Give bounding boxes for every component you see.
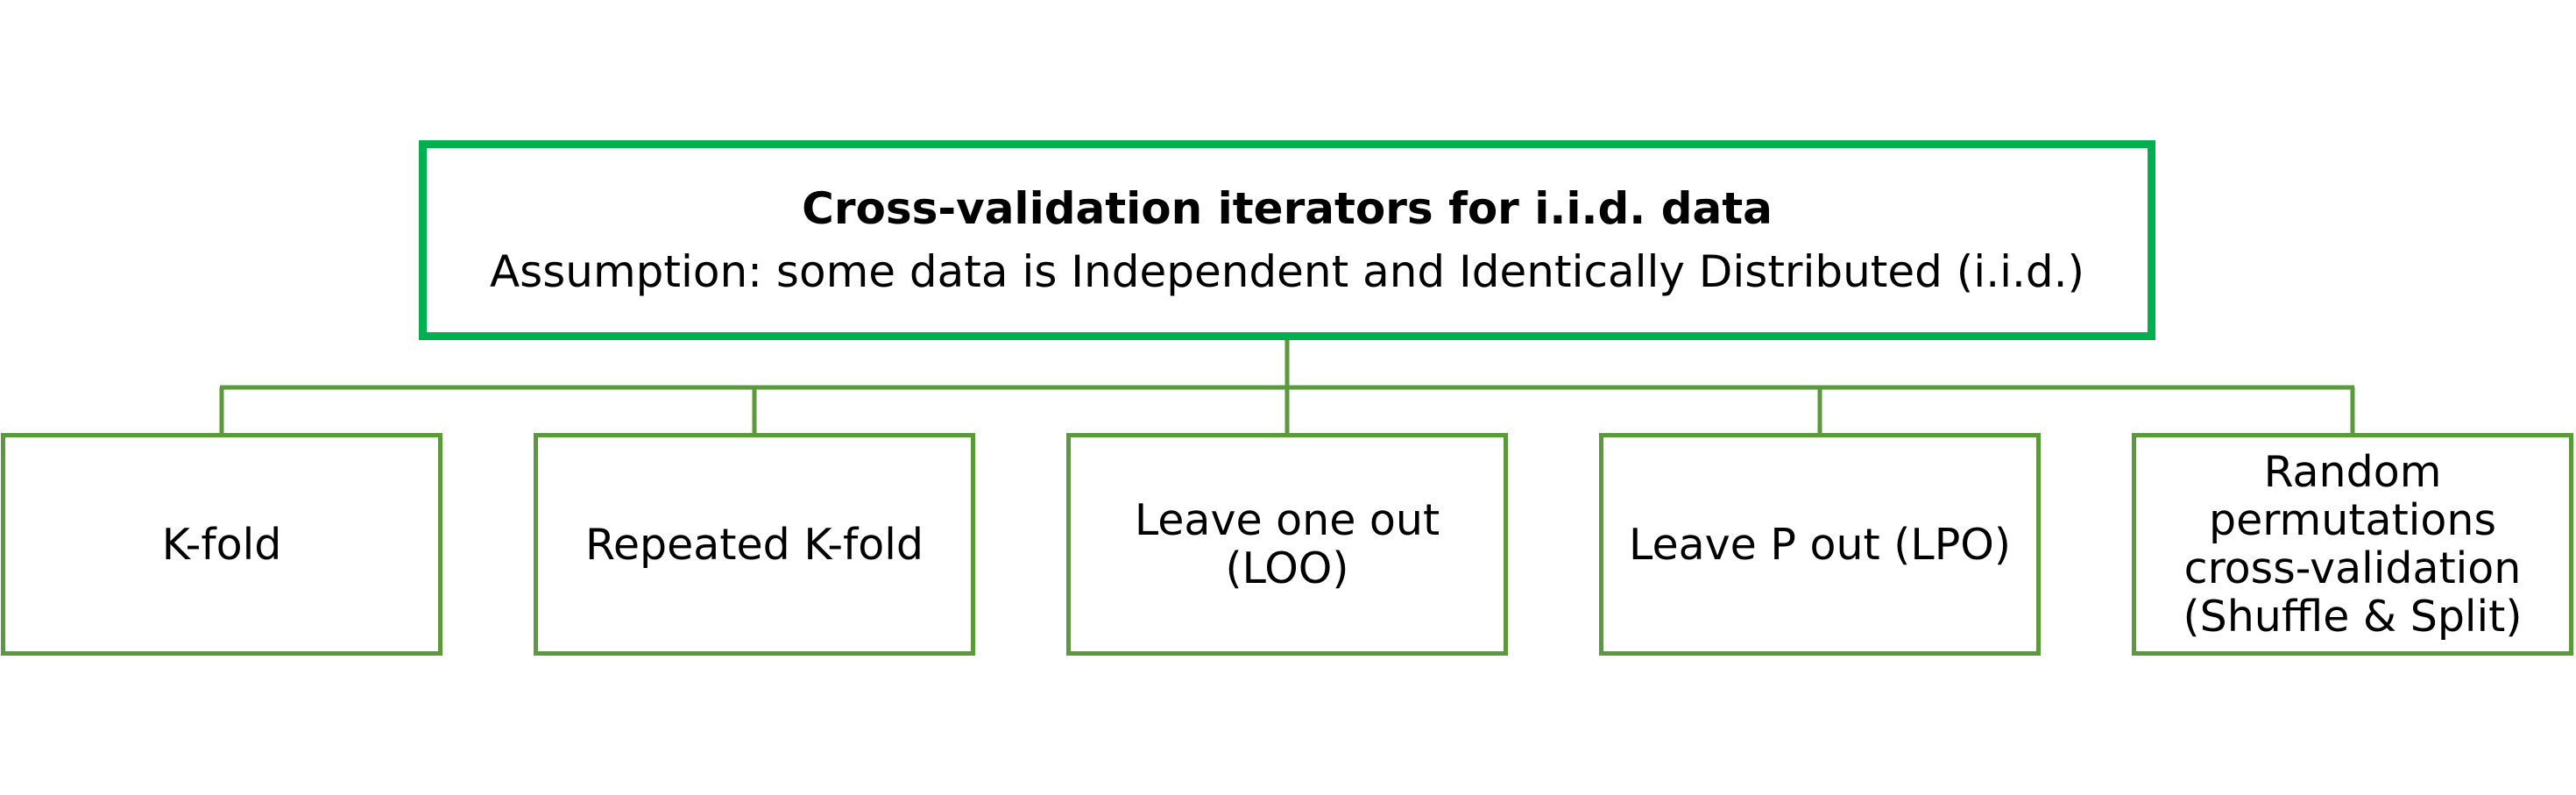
child-node-repeated-k-fold: Repeated K-fold — [534, 433, 975, 656]
root-node: Cross-validation iterators for i.i.d. da… — [419, 140, 2155, 340]
child-label: K-fold — [161, 519, 282, 570]
child-node-random-permutations: Random permutations cross-validation (Sh… — [2132, 433, 2573, 656]
root-subtitle: Assumption: some data is Independent and… — [489, 246, 2085, 297]
child-node-leave-p-out: Leave P out (LPO) — [1599, 433, 2041, 656]
root-title: Cross-validation iterators for i.i.d. da… — [802, 183, 1773, 234]
child-label: Leave P out (LPO) — [1629, 519, 2011, 570]
child-label: Leave one out (LOO) — [1134, 495, 1440, 593]
child-label: Repeated K-fold — [585, 519, 924, 570]
child-node-k-fold: K-fold — [1, 433, 442, 656]
child-node-leave-one-out: Leave one out (LOO) — [1066, 433, 1508, 656]
child-label: Random permutations cross-validation (Sh… — [2183, 447, 2523, 642]
